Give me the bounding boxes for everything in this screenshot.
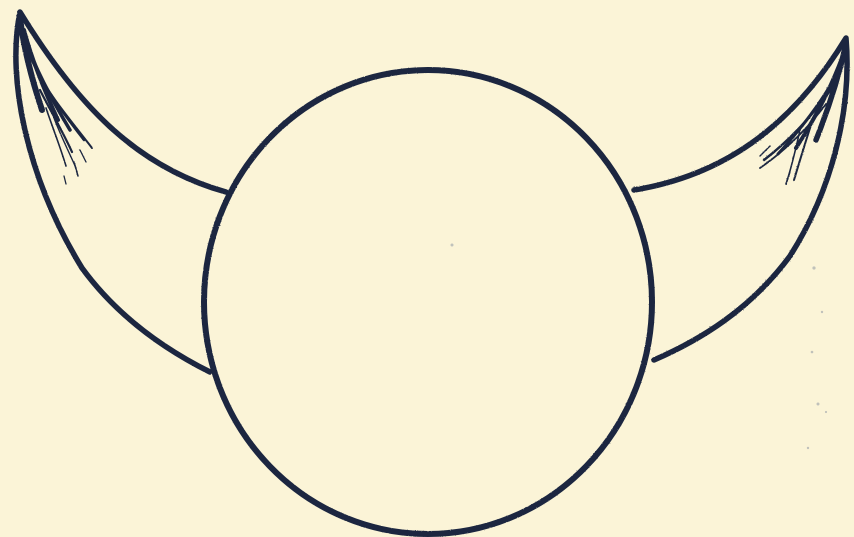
- central-circle: [204, 70, 652, 534]
